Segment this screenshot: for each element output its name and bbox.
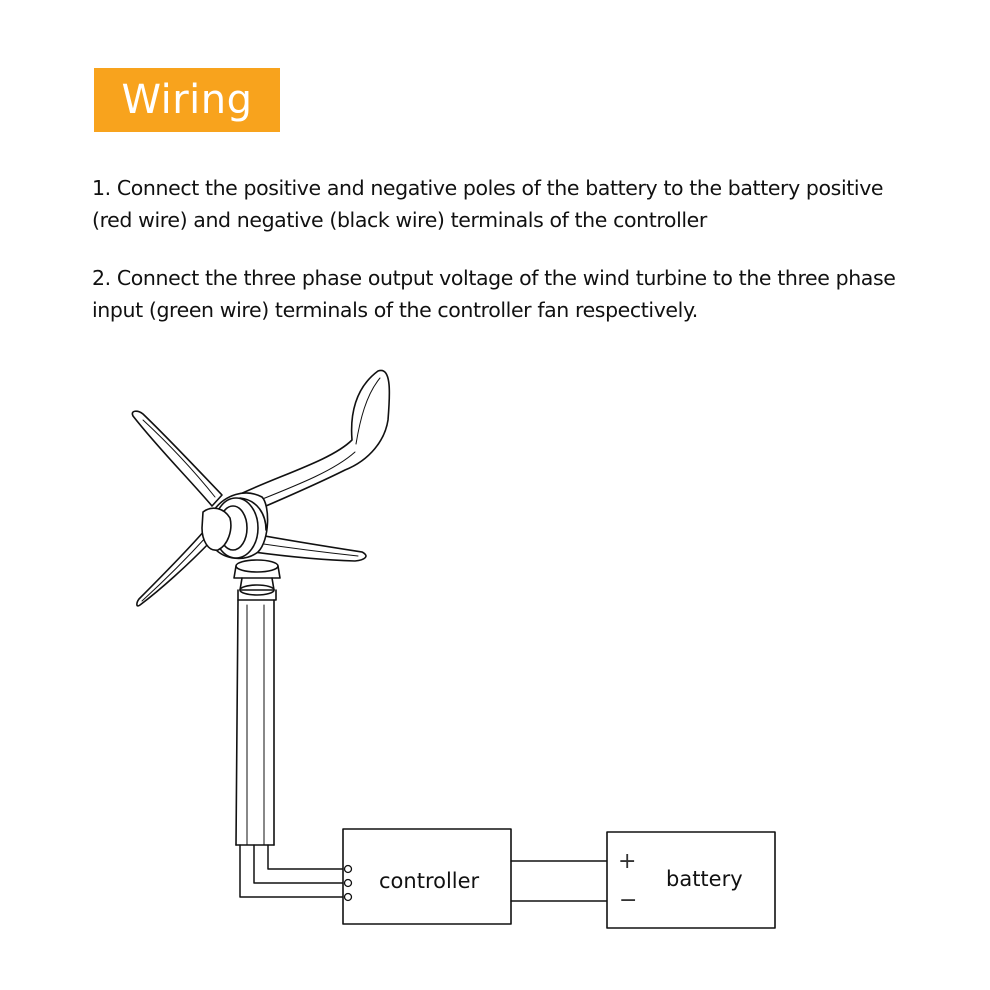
wind-turbine-icon [131,369,391,846]
battery-wires [510,860,609,902]
page-title: Wiring [121,77,253,123]
title-badge: Wiring [94,68,280,132]
instruction-step-1: 1. Connect the positive and negative pol… [92,176,884,232]
three-phase-wires [239,844,345,898]
turbine-blade-left [131,410,223,507]
controller-terminals [343,864,353,902]
battery-box [606,831,776,929]
controller-label: controller [379,869,480,893]
turbine-blade-upper [227,369,391,513]
positive-terminal-symbol: + [618,849,636,874]
turbine-pole [235,599,275,846]
turbine-blade-lower [136,529,213,607]
battery-label: battery [666,867,743,891]
negative-terminal-symbol: − [619,888,637,913]
turbine-hub [201,507,232,551]
instruction-step-2: 2. Connect the three phase output voltag… [92,266,896,322]
controller-box [342,828,512,925]
